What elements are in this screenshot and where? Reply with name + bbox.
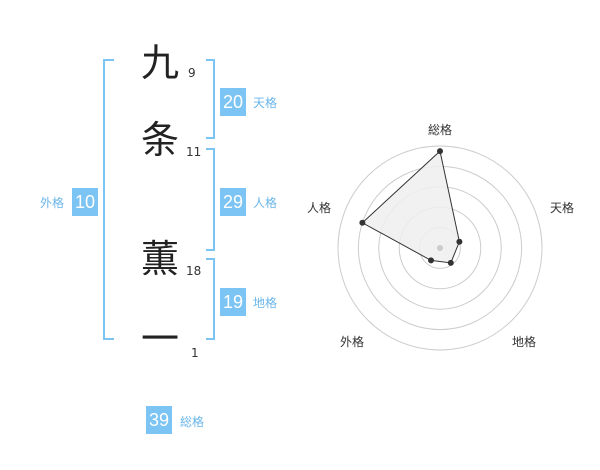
stroke-count-2: 11 — [186, 145, 202, 159]
tenkaku-score-badge: 20 — [220, 88, 246, 116]
gaikaku-score-badge: 10 — [72, 188, 98, 216]
name-char-1: 九 — [141, 41, 180, 85]
radar-label-chikaku: 地格 — [512, 335, 537, 349]
name-char-4: 一 — [141, 317, 180, 361]
stroke-count-4: 1 — [191, 346, 199, 360]
chikaku-label: 地格 — [253, 296, 278, 310]
jinkaku-label: 人格 — [253, 196, 278, 210]
radar-label-tenkaku: 天格 — [550, 201, 575, 215]
radar-point-chikaku — [447, 259, 454, 266]
radar-center-dot — [437, 245, 443, 251]
radar-label-gaikaku: 外格 — [340, 335, 365, 349]
radar-point-jinkaku — [359, 219, 366, 226]
radar-point-soukaku — [437, 148, 443, 155]
chikaku-bracket — [206, 258, 215, 340]
jinkaku-score-badge: 29 — [220, 188, 246, 216]
soukaku-label: 総格 — [180, 415, 205, 429]
jinkaku-bracket — [206, 148, 215, 251]
radar-point-gaikaku — [428, 257, 435, 264]
radar-area — [361, 150, 460, 264]
name-char-2: 条 — [141, 118, 180, 162]
stroke-count-3: 18 — [186, 264, 202, 278]
tenkaku-bracket — [206, 59, 215, 139]
tenkaku-label: 天格 — [253, 96, 278, 110]
name-char-3: 薫 — [141, 237, 180, 281]
radar-label-jinkaku: 人格 — [307, 201, 332, 215]
radar-grid-ring — [337, 145, 543, 351]
gaikaku-label: 外格 — [40, 196, 65, 210]
soukaku-score-badge: 39 — [146, 406, 172, 434]
chikaku-score-badge: 19 — [220, 288, 246, 316]
radar-point-tenkaku — [456, 238, 463, 245]
stroke-count-1: 9 — [188, 66, 196, 80]
gaikaku-bracket — [103, 59, 114, 340]
radar-label-soukaku: 総格 — [428, 123, 453, 137]
